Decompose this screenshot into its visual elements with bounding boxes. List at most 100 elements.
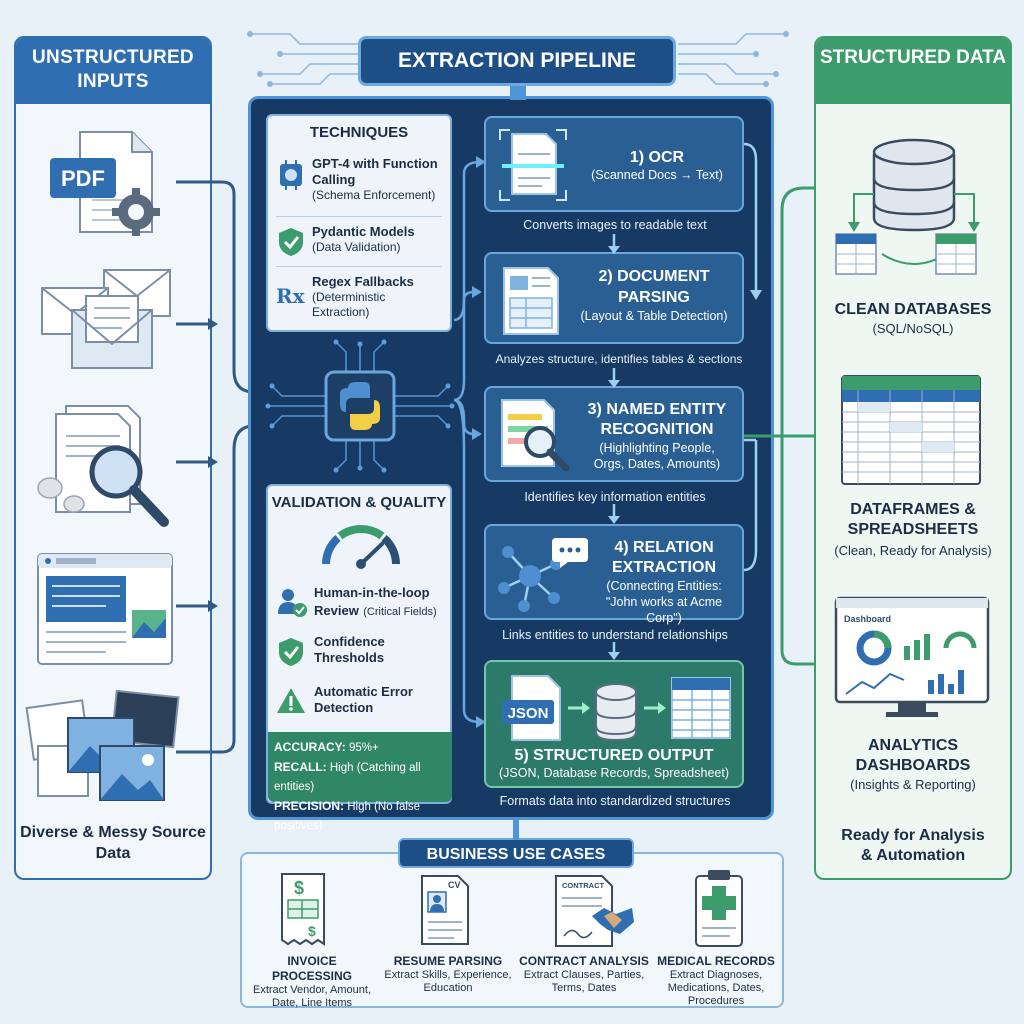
chip-icon [280,160,302,190]
use-case-name: INVOICE PROCESSING [271,954,352,983]
validation-human-review: Human-in-the-loop Review (Critical Field… [276,584,444,620]
step-sub: (Highlighting People, Orgs, Dates, Amoun… [593,441,721,471]
database-icon [835,138,980,275]
use-case-name: MEDICAL RECORDS [657,954,775,968]
validation-name: Automatic Error Detection [314,684,413,715]
business-connector [513,820,519,840]
title-connector [510,86,526,100]
contract-label: CONTRACT [562,881,604,890]
step-sub: (Layout & Table Detection) [580,309,728,323]
use-case-sub: Extract Vendor, Amount, Date, Line Items [252,984,371,1009]
step-title: 1) OCR [629,149,685,166]
validation-name: Confidence Thresholds [314,634,385,665]
metric-label: ACCURACY: [274,740,346,754]
source-data-caption: Diverse & Messy Source Data [20,824,206,862]
relation-graph-icon [498,538,588,612]
output-name: DATAFRAMES & SPREADSHEETS [847,501,979,538]
pipeline-title: EXTRACTION PIPELINE [358,36,676,86]
metric-value: High (Catching all entities) [274,762,421,793]
dashboard-title: Dashboard [844,614,891,624]
step-ocr: 1) OCR (Scanned Docs → Text) [484,116,744,212]
layout-document-icon [503,267,559,335]
metric-label: RECALL: [274,760,327,774]
images-collage-icon [25,689,180,801]
person-check-icon [278,589,307,617]
technique-gpt4: GPT-4 with Function Calling (Schema Enfo… [276,156,444,203]
technique-to-step-connectors [453,156,486,728]
pdf-document-icon: PDF [50,131,160,236]
step-caption: Converts images to readable text [523,218,707,232]
metric-accuracy: ACCURACY: 95%+ [274,738,446,758]
shield-check-icon [279,638,303,666]
scanned-documents-magnifier-icon [37,405,169,527]
business-use-cases-panel: INVOICE PROCESSING Extract Vendor, Amoun… [240,852,784,1010]
step-caption: Analyzes structure, identifies tables & … [495,352,743,366]
step-caption: Formats data into standardized structure… [499,794,731,808]
cv-label: CV [448,880,461,890]
circuit-decoration-left [247,31,358,87]
step-title: 5) STRUCTURED OUTPUT [514,747,714,764]
use-case-resume: RESUME PARSING Extract Skills, Experienc… [382,954,514,995]
technique-regex: Rx Regex Fallbacks (Deterministic Extrac… [276,274,444,320]
circuit-decoration-right [678,31,789,87]
structured-data-title: STRUCTURED DATA [816,38,1010,104]
step-title: 3) NAMED ENTITY RECOGNITION [587,401,727,438]
metric-precision: PRECISION: High (No false positives) [274,797,446,836]
spreadsheet-icon [841,375,981,485]
ready-caption: Ready for Analysis & Automation [841,827,985,864]
use-case-name: RESUME PARSING [393,954,503,968]
step-flow-arrows [608,234,620,660]
resume-cv-icon: CV [421,875,469,945]
rx-icon: Rx [276,284,305,308]
gauge-icon [322,525,400,569]
svg-text:$: $ [308,923,316,939]
technique-sub: (Schema Enforcement) [312,188,436,202]
technique-name: Regex Fallbacks [312,274,414,289]
step-structured-output: JSON 5) STRUCTURED OUTPUT (JSON, Databas… [484,660,744,788]
shield-check-icon [279,228,303,256]
step-caption: Links entities to understand relationshi… [502,628,728,642]
validation-confidence: Confidence Thresholds [276,634,444,666]
invoice-icon: $ $ [281,873,325,946]
python-processor-icon [265,339,455,473]
entity-highlight-icon [501,399,570,472]
validation-error-detection: Automatic Error Detection [276,684,444,716]
use-case-contract: CONTRACT ANALYSIS Extract Clauses, Parti… [518,954,650,995]
output-name: ANALYTICS DASHBOARDS [855,737,971,774]
dashboard-icon: Dashboard [834,596,990,717]
use-case-sub: Extract Clauses, Parties, Terms, Dates [523,969,645,994]
warning-icon [277,688,305,713]
contract-handshake-icon: CONTRACT [555,875,634,947]
technique-name: GPT-4 with Function Calling [312,156,438,187]
metric-recall: RECALL: High (Catching all entities) [274,758,446,797]
use-case-sub: Extract Skills, Experience, Education [384,969,512,994]
medical-records-icon [695,870,743,947]
step-document-parsing: 2) DOCUMENT PARSING (Layout & Table Dete… [484,252,744,344]
technique-pydantic: Pydantic Models (Data Validation) [276,224,444,256]
output-sub: (Clean, Ready for Analysis) [834,543,992,558]
json-database-spreadsheet-icon: JSON [502,675,731,742]
scan-document-icon [499,129,567,201]
step-title: 4) RELATION EXTRACTION [612,539,716,576]
use-case-sub: Extract Diagnoses, Medications, Dates, P… [667,969,765,1007]
step-caption: Identifies key information entities [524,490,706,504]
technique-sub: (Deterministic Extraction) [312,290,386,319]
use-case-medical: MEDICAL RECORDS Extract Diagnoses, Medic… [650,954,782,1008]
step-named-entity-recognition: 3) NAMED ENTITY RECOGNITION (Highlightin… [484,386,744,482]
step-relation-extraction: 4) RELATION EXTRACTION (Connecting Entit… [484,524,744,625]
metric-value: 95%+ [348,742,379,754]
technique-name: Pydantic Models [312,224,415,239]
metric-label: PRECISION: [274,799,345,813]
step-sub: (Scanned Docs → Text) [591,168,723,182]
web-page-icon [37,553,173,665]
use-case-invoice: INVOICE PROCESSING Extract Vendor, Amoun… [246,954,378,1010]
svg-text:$: $ [294,878,304,898]
email-envelopes-icon [41,269,171,369]
pdf-label: PDF [61,166,105,191]
techniques-title: TECHNIQUES [309,124,409,141]
business-use-cases-title: BUSINESS USE CASES [398,838,634,868]
output-sub: (Insights & Reporting) [850,777,976,792]
unstructured-inputs-title: UNSTRUCTURED INPUTS [16,38,210,104]
step-right-connector [743,142,762,572]
step-title: 2) DOCUMENT PARSING [598,268,710,306]
